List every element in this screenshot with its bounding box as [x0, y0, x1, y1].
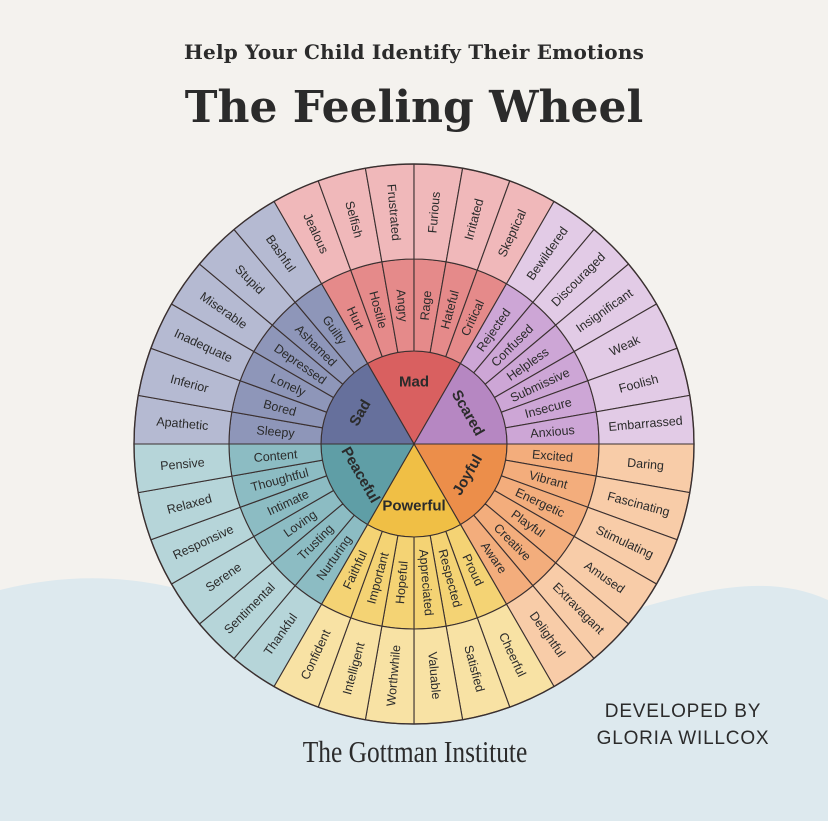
- secondary-label: Excited: [531, 447, 573, 465]
- tertiary-label: Pensive: [160, 455, 206, 473]
- core-label-mad: Mad: [399, 374, 429, 391]
- organization-name: The Gottman Institute: [302, 734, 528, 769]
- tertiary-label: Daring: [627, 456, 665, 473]
- tertiary-label: Furious: [425, 191, 443, 234]
- secondary-label: Hopeful: [393, 560, 411, 604]
- secondary-label: Content: [253, 447, 298, 465]
- page-subtitle: Help Your Child Identify Their Emotions: [183, 40, 645, 64]
- tertiary-label: Apathetic: [156, 414, 209, 432]
- credit-line-author: GLORIA WILLCOX: [596, 728, 770, 749]
- tertiary-label: Embarrassed: [608, 414, 683, 434]
- secondary-label: Anxious: [530, 423, 576, 441]
- tertiary-label: Worthwhile: [384, 644, 403, 707]
- tertiary-label: Valuable: [425, 651, 443, 700]
- page-title: The Feeling Wheel: [184, 82, 644, 133]
- secondary-label: Angry: [393, 289, 410, 323]
- core-label-powerful: Powerful: [382, 498, 445, 515]
- secondary-label: Sleepy: [256, 423, 296, 440]
- secondary-label: Appreciated: [416, 549, 436, 617]
- wheel-outline: [133, 163, 695, 725]
- credit-block: DEVELOPED BY GLORIA WILLCOX: [568, 698, 798, 752]
- secondary-label: Rage: [418, 290, 435, 321]
- tertiary-label: Frustrated: [384, 183, 403, 241]
- credit-line-developed-by: DEVELOPED BY: [604, 701, 762, 722]
- wheel-segments: [133, 163, 695, 725]
